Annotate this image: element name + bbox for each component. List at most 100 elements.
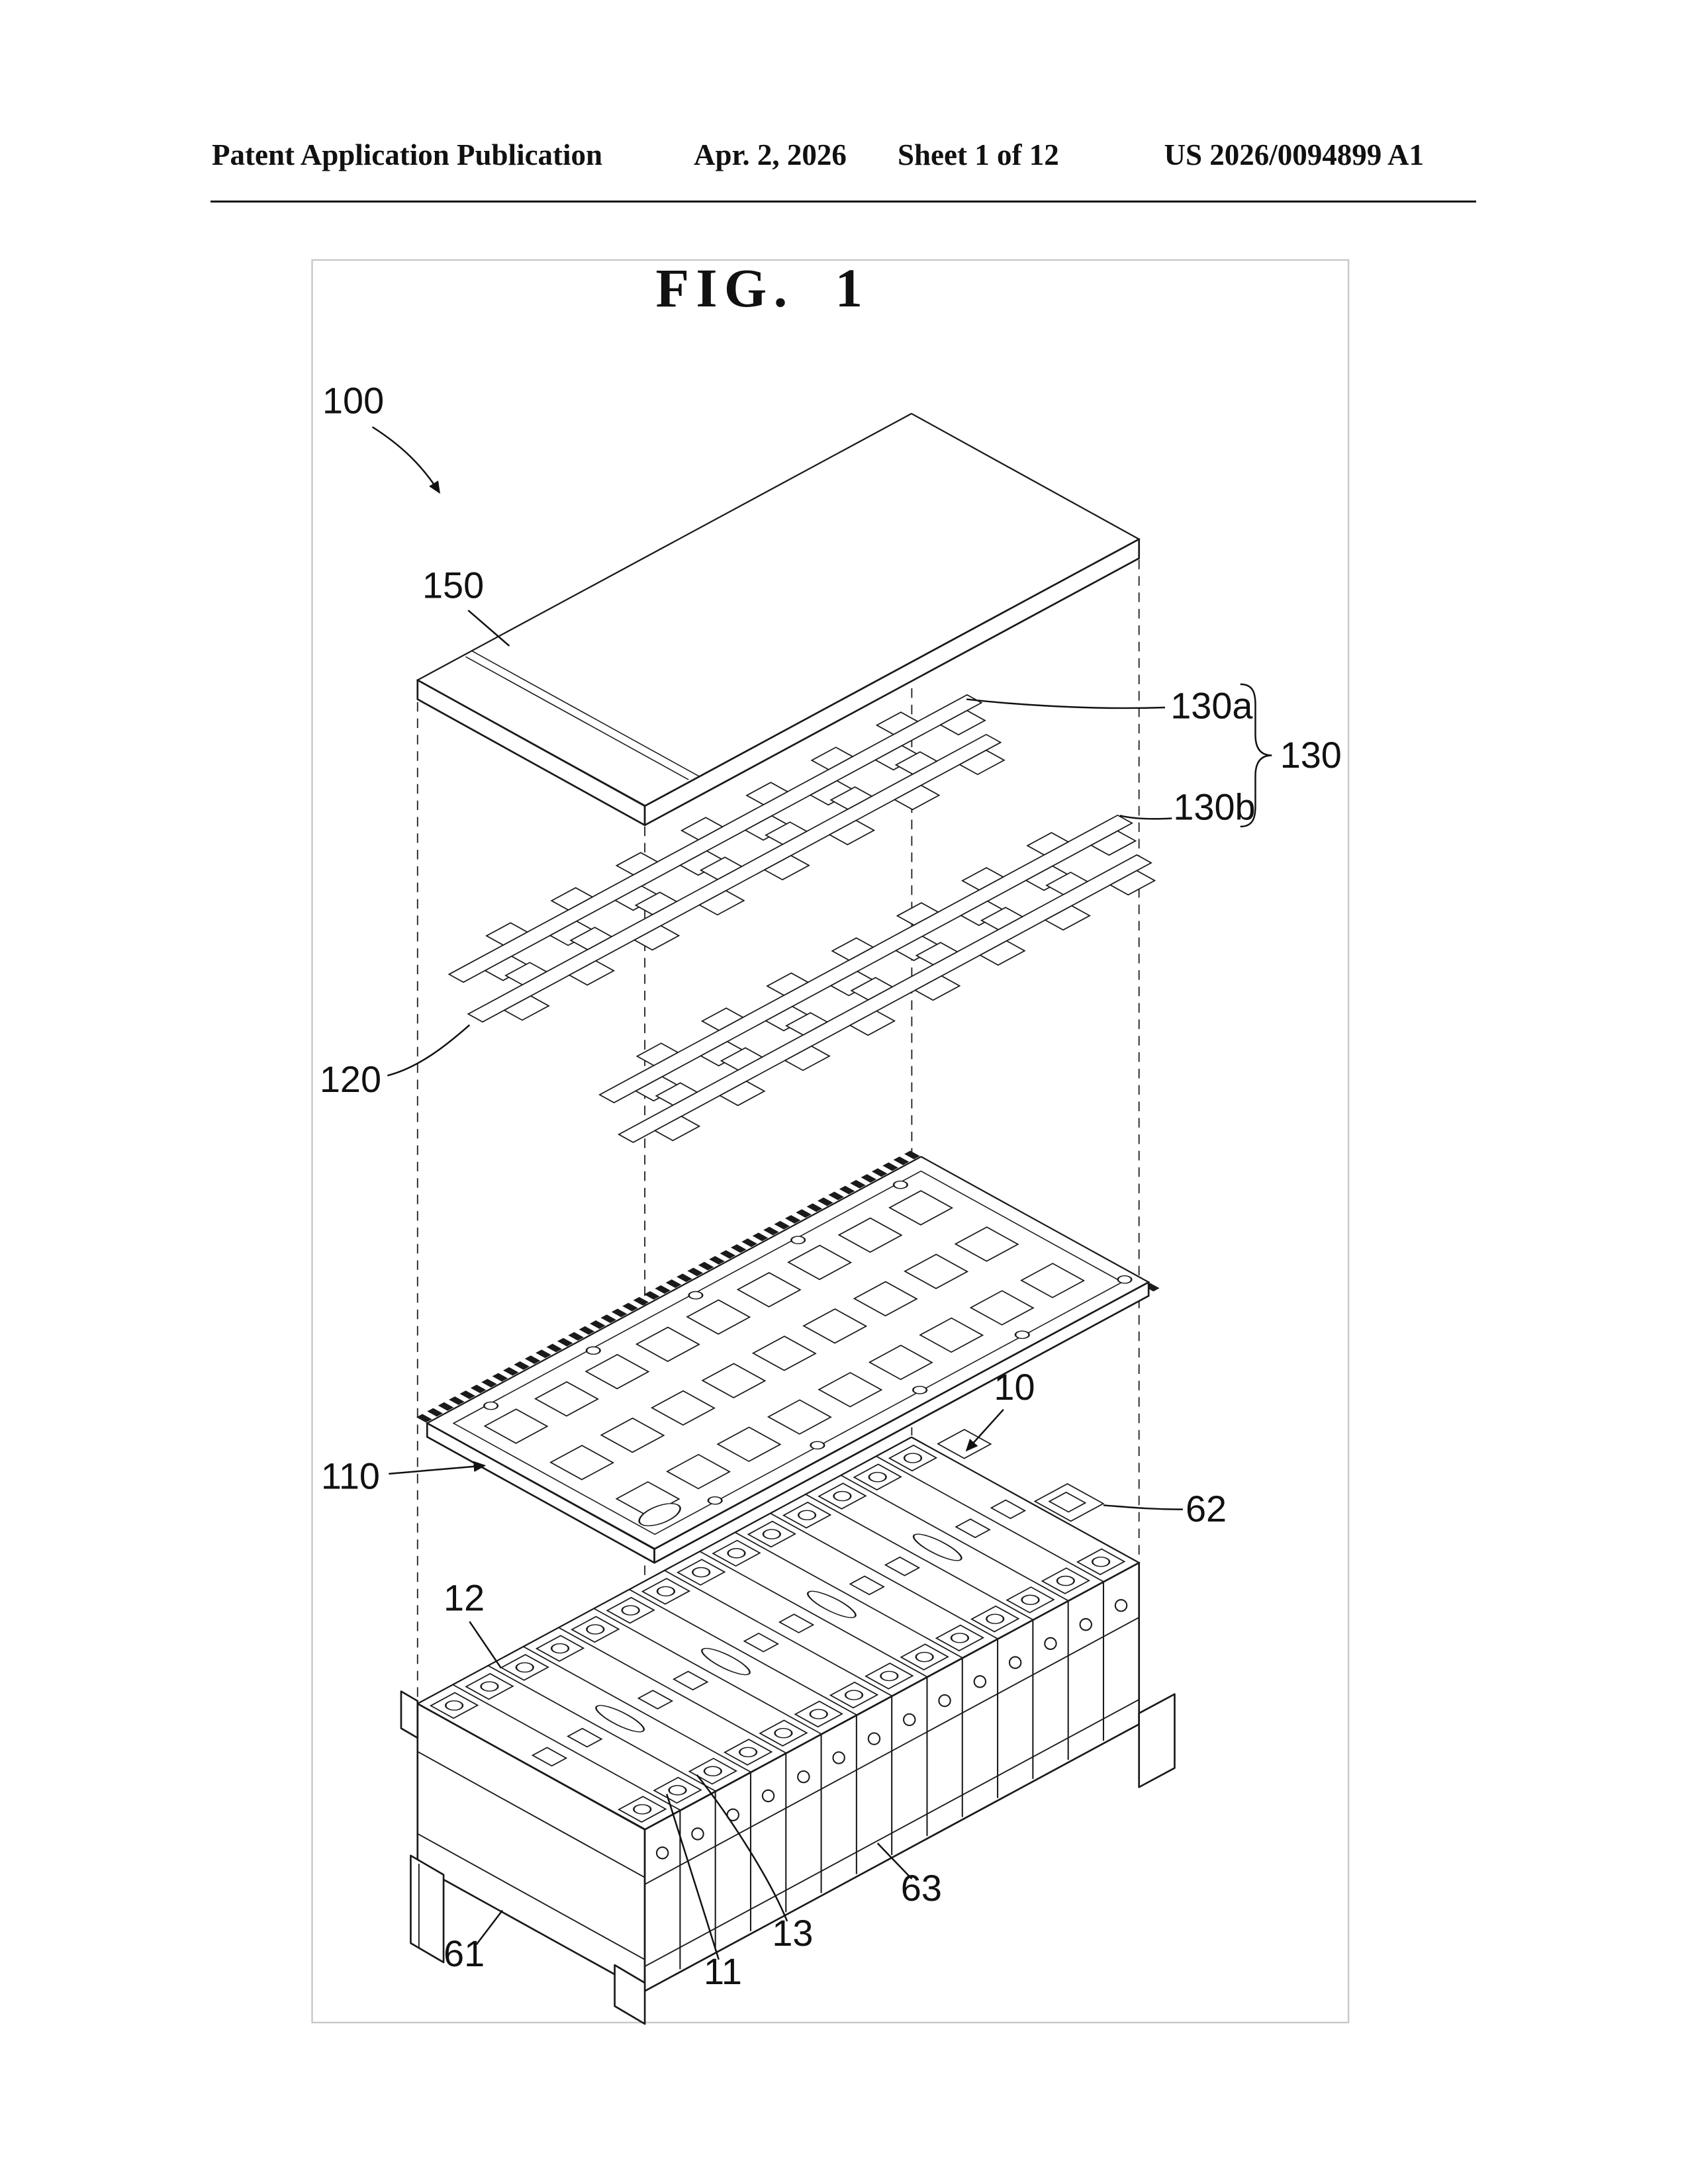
busbar-tab [569, 927, 613, 950]
busbar-tab [894, 751, 939, 775]
cell-vent [531, 1747, 568, 1767]
busbar-tab [680, 817, 724, 841]
busbar-tab [766, 972, 810, 996]
terminal-bolt [868, 1472, 887, 1482]
terminal-bolt [809, 1709, 828, 1719]
leader-10 [965, 1408, 1004, 1452]
cell-front-bolt [655, 1846, 669, 1860]
plate-hole [912, 1385, 928, 1394]
ref-label-130a: 130a [1170, 685, 1253, 727]
busbar-tab [568, 960, 616, 986]
busbar-tab [634, 891, 678, 915]
cell-vent [637, 1690, 674, 1709]
plate-slot [969, 1290, 1035, 1326]
ref-label-62: 62 [1186, 1488, 1227, 1529]
cell-vent [807, 1590, 857, 1618]
busbar-tab [784, 1045, 831, 1071]
plate-slot [1020, 1263, 1086, 1298]
busbar-tab [765, 821, 808, 845]
terminal-bolt [739, 1747, 758, 1758]
ref-label-100: 100 [322, 379, 384, 421]
terminal-bolt [480, 1681, 499, 1692]
plate-slot [650, 1390, 716, 1426]
cell-vent [884, 1556, 921, 1576]
busbar-tab [849, 1010, 896, 1036]
busbar-tab [1090, 830, 1137, 856]
plate-slot [483, 1408, 549, 1444]
plate-slot [767, 1399, 832, 1435]
cell-front-bolt [797, 1770, 810, 1784]
cell-divider [452, 1684, 681, 1811]
cell-divider [805, 1494, 1034, 1621]
cell-front-bolt [832, 1751, 845, 1764]
ref-label-63: 63 [901, 1867, 942, 1909]
plate-slot [716, 1426, 782, 1463]
busbar-tab [785, 1012, 829, 1036]
busbar-tab [915, 942, 959, 966]
cell-front-bolt [691, 1827, 704, 1841]
terminal-bolt [915, 1651, 934, 1662]
cell-divider [522, 1646, 752, 1773]
busbar-strip [617, 854, 1156, 1144]
end-plate-bracket [400, 1690, 419, 1739]
header-publication: Patent Application Publication [212, 138, 603, 171]
busbar-tab [655, 1082, 698, 1106]
busbar-tab [698, 889, 745, 916]
terminal-bolt [633, 1804, 652, 1815]
cell-divider [487, 1665, 717, 1792]
busbar-strip [467, 733, 1006, 1023]
cell-divider [875, 1455, 1105, 1582]
busbar-tab [1026, 832, 1070, 856]
leader-100 [371, 426, 440, 494]
plate-hole [483, 1401, 499, 1410]
busbar-tab [635, 1042, 679, 1066]
ref-label-61: 61 [444, 1933, 485, 1974]
terminal-bolt [797, 1510, 817, 1521]
cell-divider [734, 1531, 964, 1659]
cell-divider [593, 1608, 823, 1735]
leader-130b [1119, 815, 1172, 820]
busbar-tab [829, 786, 873, 810]
terminal-bolt [692, 1567, 711, 1578]
terminal-bolt [515, 1662, 534, 1673]
cell-vent [990, 1499, 1027, 1520]
stack-left-band [417, 1833, 645, 1960]
cell-vent [701, 1648, 751, 1676]
terminal-bolt [703, 1766, 722, 1776]
ref-label-12: 12 [444, 1577, 485, 1619]
busbar-tab [939, 709, 986, 736]
ref-label-120: 120 [320, 1058, 381, 1100]
plate-inner-margin [452, 1170, 1123, 1535]
busbar-tab [958, 749, 1006, 776]
cell-vent [912, 1533, 962, 1561]
leader-12 [469, 1621, 502, 1669]
side-bracket [1138, 1693, 1176, 1788]
terminal-bolt [1056, 1575, 1075, 1586]
busbar-strip [447, 694, 986, 983]
leader-13 [696, 1774, 788, 1922]
leader-120 [387, 1024, 471, 1077]
plate-slot [919, 1317, 984, 1353]
plate-hole [1117, 1275, 1133, 1284]
cover-front-edge [643, 538, 1141, 827]
terminal-bolt [1021, 1594, 1040, 1606]
plate-slot [686, 1299, 751, 1335]
terminal-bolt [950, 1633, 970, 1643]
busbar-tab [850, 977, 894, 1001]
ref-label-11: 11 [704, 1950, 742, 1992]
leader-110 [389, 1461, 487, 1475]
terminal-bolt [986, 1614, 1005, 1624]
brace-130 [1240, 683, 1272, 828]
terminal-bolt [621, 1605, 640, 1615]
busbar-strip [598, 814, 1137, 1104]
busbar-tab [720, 1047, 764, 1071]
cell-vent [672, 1670, 709, 1691]
ref-label-10: 10 [994, 1366, 1035, 1408]
busbar-tab [485, 922, 529, 946]
cell-front-bolt [761, 1789, 775, 1803]
busbar-tab [1045, 872, 1089, 895]
cell-vent [743, 1632, 779, 1653]
busbar-tab [875, 711, 919, 735]
terminal-bolt [586, 1624, 605, 1635]
